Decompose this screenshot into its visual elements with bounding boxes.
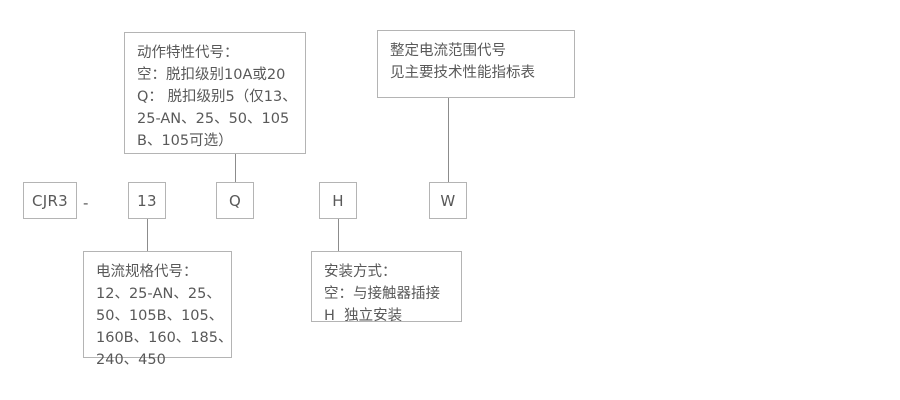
code-box-current-rating: 13 (128, 182, 166, 219)
note-line: 见主要技术性能指标表 (390, 65, 535, 82)
code-box-label: Q (228, 191, 242, 210)
code-box-label: 13 (137, 191, 157, 210)
note-line: 160B、160、185、 (96, 330, 233, 347)
connector-mounting-type (338, 219, 339, 251)
separator-hyphen: - (83, 194, 89, 212)
note-line: Q： 脱扣级别5（仅13、 (137, 89, 297, 106)
connector-setting-current-range (448, 98, 449, 182)
current-rating-note-box: 电流规格代号： 12、25-AN、25、 50、105B、105、 160B、1… (83, 251, 233, 368)
code-box-mounting-type: H (319, 182, 357, 219)
code-box-label: CJR3 (31, 191, 69, 210)
note-line: 整定电流范围代号 (390, 43, 506, 59)
code-box-action-characteristic: Q (216, 182, 254, 219)
note-line: 空：与接触器插接 (324, 286, 440, 303)
connector-action-characteristic (235, 154, 236, 182)
code-box-label: H (332, 191, 344, 210)
note-line: B、105可选） (137, 133, 233, 150)
code-box-label: W (440, 191, 456, 210)
code-box-setting-current-range: W (429, 182, 467, 219)
note-line: 240、450 (96, 352, 166, 369)
note-line: 空：脱扣级别10A或20 (137, 67, 286, 84)
note-line: 50、105B、105、 (96, 308, 224, 325)
note-line: 25-AN、25、50、105 (137, 111, 290, 128)
note-line: H 独立安装 (324, 308, 403, 325)
note-line: 电流规格代号： (96, 264, 198, 280)
note-line: 动作特性代号： (137, 45, 239, 61)
code-box-series: CJR3 (23, 182, 77, 219)
connector-current-rating (147, 219, 148, 251)
action-characteristic-note-box: 动作特性代号： 空：脱扣级别10A或20 Q： 脱扣级别5（仅13、 25-AN… (124, 32, 306, 154)
mounting-type-note-box: 安装方式： 空：与接触器插接 H 独立安装 (311, 251, 462, 324)
note-line: 12、25-AN、25、 (96, 286, 221, 303)
note-line: 安装方式： (324, 264, 397, 280)
setting-current-range-note-box: 整定电流范围代号 见主要技术性能指标表 (377, 30, 575, 98)
